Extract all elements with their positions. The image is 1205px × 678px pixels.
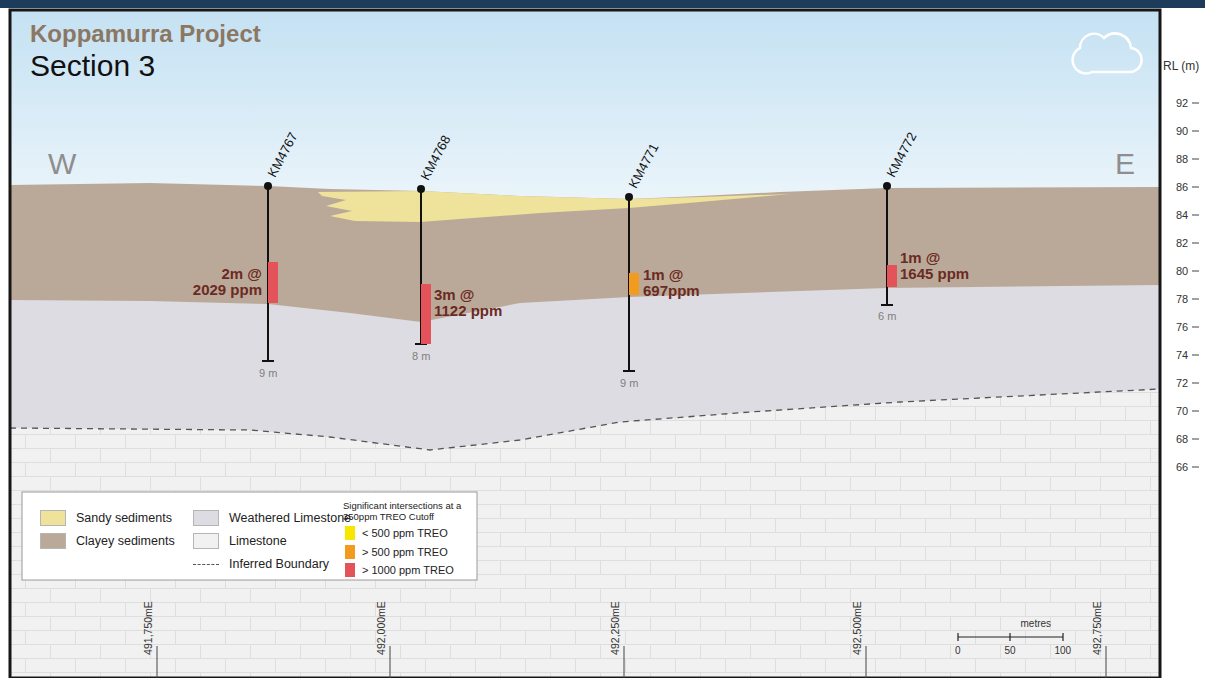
collar-dot [417, 185, 425, 193]
easting-label: 492,500mE [851, 601, 863, 655]
legend-swatch [40, 533, 66, 549]
scale-unit: metres [1021, 618, 1052, 630]
scale-value: 0 [955, 645, 961, 657]
legend-swatch [193, 533, 219, 549]
axis-value: 72 [1176, 377, 1188, 390]
scale-bar [958, 633, 1063, 641]
legend-swatch [193, 510, 219, 526]
axis-title: RL (m) [1163, 60, 1199, 74]
clayey-sediments [10, 183, 1160, 322]
legend-text: < 500 ppm TREO [362, 527, 448, 539]
intersection-label: 1m @ 1645 ppm [900, 250, 976, 283]
easting-label: 491,750mE [142, 601, 154, 655]
legend-text: Limestone [229, 534, 287, 548]
direction-label: W [48, 147, 76, 182]
hole-end [262, 360, 274, 362]
scale-value: 50 [1005, 645, 1016, 657]
legend-item: Weathered Limestone [193, 510, 351, 526]
axis-value: 90 [1176, 125, 1188, 138]
legend-item: > 1000 ppm TREO [345, 563, 454, 577]
legend-item: > 500 ppm TREO [345, 545, 448, 559]
hole-end [623, 370, 635, 372]
intersection-label: 2m @ 2029 ppm [186, 266, 262, 299]
collar-dot [625, 193, 633, 201]
axis-value: 82 [1176, 237, 1188, 250]
weathered-limestone [10, 250, 1160, 678]
legend-heading: Significant intersections at a 350ppm TR… [343, 500, 483, 523]
legend-swatch [345, 526, 355, 540]
intersection-label: 1m @ 697ppm [643, 267, 711, 300]
collar-dot [883, 182, 891, 190]
diagram-title: Koppamurra Project [30, 20, 261, 48]
axis-value: 74 [1176, 349, 1188, 362]
easting-tick [157, 646, 1106, 678]
axis-tick [1192, 103, 1199, 467]
direction-label: E [1115, 147, 1135, 182]
hole-depth: 8 m [412, 350, 430, 363]
sandy-sediments [318, 191, 790, 222]
scale-value: 100 [1055, 645, 1072, 657]
legend-text: > 1000 ppm TREO [362, 564, 454, 576]
legend-item: Sandy sediments [40, 510, 172, 526]
legend-text: Weathered Limestone [229, 511, 351, 525]
legend-text: Sandy sediments [76, 511, 172, 525]
axis-value: 78 [1176, 293, 1188, 306]
collar-dot [264, 182, 272, 190]
axis-value: 70 [1176, 405, 1188, 418]
easting-label: 492,000mE [375, 601, 387, 655]
intersection-label: 3m @ 1122 ppm [434, 287, 509, 320]
limestone [10, 389, 1160, 678]
axis-value: 66 [1176, 461, 1188, 474]
intersection-bar [629, 273, 639, 295]
axis-value: 76 [1176, 321, 1188, 334]
axis-value: 92 [1176, 97, 1188, 110]
cloud-icon [1073, 34, 1142, 74]
hole-depth: 6 m [878, 310, 896, 323]
sky [10, 10, 1160, 678]
legend-item: Limestone [193, 533, 287, 549]
legend-swatch [40, 510, 66, 526]
legend-item: < 500 ppm TREO [345, 526, 448, 540]
drill-hole [886, 186, 888, 305]
legend-text: Inferred Boundary [229, 557, 329, 571]
intersection-bar [268, 262, 278, 303]
hole-depth: 9 m [620, 377, 638, 390]
intersection-bar [887, 265, 897, 287]
collars [264, 182, 891, 201]
header-bar [0, 0, 1205, 8]
rl-ticks [1192, 103, 1199, 467]
hole-depth: 9 m [259, 367, 277, 380]
axis-value: 88 [1176, 153, 1188, 166]
drill-holes [262, 186, 893, 371]
axis-value: 86 [1176, 181, 1188, 194]
easting-label: 492,750mE [1091, 601, 1103, 655]
panel-frame [10, 10, 1160, 678]
legend-line-sample [193, 564, 219, 565]
legend-item: Clayey sediments [40, 533, 175, 549]
hole-end [881, 304, 893, 306]
section-heading: Section 3 [30, 49, 155, 84]
intersection-bar [421, 284, 431, 344]
intersections [268, 262, 897, 344]
legend-swatch [345, 563, 355, 577]
axis-value: 84 [1176, 209, 1188, 222]
axis-value: 68 [1176, 433, 1188, 446]
legend-text: Clayey sediments [76, 534, 175, 548]
inferred-boundary [10, 389, 1160, 450]
easting-label: 492,250mE [609, 601, 621, 655]
legend-item: Inferred Boundary [193, 557, 329, 571]
scale-line [958, 633, 1063, 641]
axis-value: 80 [1176, 265, 1188, 278]
easting-ticks [157, 646, 1106, 678]
legend-text: > 500 ppm TREO [362, 546, 448, 558]
legend-swatch [345, 545, 355, 559]
